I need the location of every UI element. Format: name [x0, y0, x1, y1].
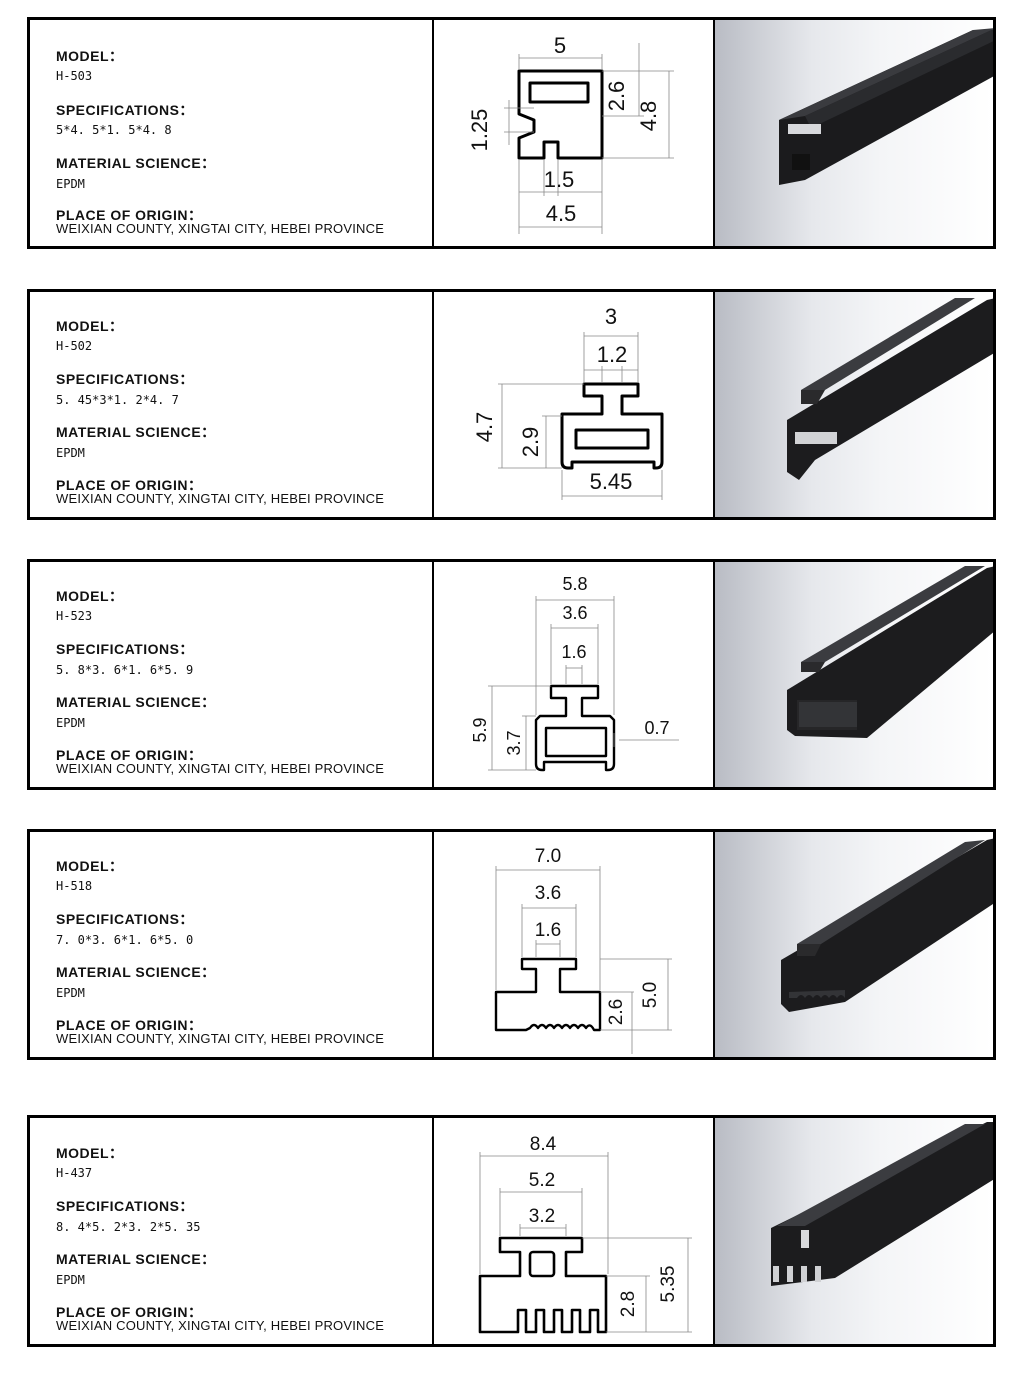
material-value: EPDM: [56, 986, 85, 1000]
dimension-label: 8.4: [530, 1134, 557, 1155]
dimension-label: 5: [554, 33, 566, 58]
model-label: MODEL：: [56, 858, 124, 874]
spec-label: SPECIFICATIONS：: [56, 641, 194, 657]
dimension-label: 3.6: [535, 883, 561, 904]
model-value: H-502: [56, 339, 93, 353]
dimension-label: 1.6: [535, 920, 561, 941]
model-value: H-518: [56, 879, 93, 893]
model-label: MODEL：: [56, 48, 124, 64]
dimension-label: 3.6: [562, 603, 587, 623]
spec-value: 7. 0*3. 6*1. 6*5. 0: [56, 933, 194, 947]
origin-label: PLACE OF ORIGIN：: [56, 747, 203, 763]
dimension-label: 2.6: [604, 81, 629, 112]
product-card-h523: MODEL： H-523 SPECIFICATIONS： 5. 8*3. 6*1…: [27, 559, 996, 790]
material-label: MATERIAL SCIENCE：: [56, 964, 216, 980]
origin-label: PLACE OF ORIGIN：: [56, 477, 203, 493]
product-card-h437: MODEL： H-437 SPECIFICATIONS： 8. 4*5. 2*3…: [27, 1115, 996, 1347]
product-info: MODEL： H-523 SPECIFICATIONS： 5. 8*3. 6*1…: [30, 562, 434, 787]
dimension-label: 2.8: [618, 1291, 639, 1317]
spec-label: SPECIFICATIONS：: [56, 911, 194, 927]
dimension-label: 1.5: [544, 167, 575, 192]
material-label: MATERIAL SCIENCE：: [56, 694, 216, 710]
profile-drawing: 7.0 3.6 1.6 2.6 5.0: [434, 832, 715, 1057]
material-label: MATERIAL SCIENCE：: [56, 155, 216, 171]
dimension-label: 3: [605, 304, 617, 329]
product-info: MODEL： H-437 SPECIFICATIONS： 8. 4*5. 2*3…: [30, 1118, 434, 1344]
origin-value: WEIXIAN COUNTY, XINGTAI CITY, HEBEI PROV…: [56, 1318, 385, 1333]
product-info: MODEL： H-503 SPECIFICATIONS： 5*4. 5*1. 5…: [30, 20, 434, 246]
dimension-label: 3.7: [504, 730, 524, 755]
product-photo: [715, 562, 993, 787]
product-photo: [715, 832, 993, 1057]
material-label: MATERIAL SCIENCE：: [56, 1251, 216, 1267]
origin-value: WEIXIAN COUNTY, XINGTAI CITY, HEBEI PROV…: [56, 761, 385, 776]
dimension-label: 5.0: [640, 982, 661, 1008]
dimension-label: 2.9: [518, 427, 543, 458]
dimension-label: 5.45: [590, 469, 633, 494]
model-label: MODEL：: [56, 588, 124, 604]
spec-value: 5*4. 5*1. 5*4. 8: [56, 123, 172, 137]
origin-label: PLACE OF ORIGIN：: [56, 1017, 203, 1033]
dimension-label: 0.7: [644, 718, 669, 738]
dimension-label: 4.8: [636, 101, 661, 132]
profile-drawing: 3 1.2 4.7 2.9 5.45: [434, 292, 715, 517]
product-info: MODEL： H-502 SPECIFICATIONS： 5. 45*3*1. …: [30, 292, 434, 517]
profile-drawing: 8.4 5.2 3.2 2.8 5.35: [434, 1118, 715, 1344]
product-card-h503: MODEL： H-503 SPECIFICATIONS： 5*4. 5*1. 5…: [27, 17, 996, 249]
dimension-label: 2.6: [606, 999, 627, 1025]
product-card-h518: MODEL： H-518 SPECIFICATIONS： 7. 0*3. 6*1…: [27, 829, 996, 1060]
origin-value: WEIXIAN COUNTY, XINGTAI CITY, HEBEI PROV…: [56, 491, 385, 506]
product-photo: [715, 20, 993, 246]
model-label: MODEL：: [56, 318, 124, 334]
product-card-h502: MODEL： H-502 SPECIFICATIONS： 5. 45*3*1. …: [27, 289, 996, 520]
spec-label: SPECIFICATIONS：: [56, 102, 194, 118]
product-photo: [715, 1118, 993, 1344]
origin-label: PLACE OF ORIGIN：: [56, 1304, 203, 1320]
model-value: H-523: [56, 609, 93, 623]
material-value: EPDM: [56, 177, 85, 191]
dimension-label: 5.2: [529, 1170, 555, 1191]
spec-value: 8. 4*5. 2*3. 2*5. 35: [56, 1220, 201, 1234]
dimension-label: 4.7: [472, 412, 497, 443]
material-value: EPDM: [56, 446, 85, 460]
spec-label: SPECIFICATIONS：: [56, 371, 194, 387]
dimension-label: 5.9: [470, 717, 490, 742]
dimension-label: 7.0: [535, 846, 561, 867]
profile-drawing: 5.8 3.6 1.6 5.9 3.7 0.7: [434, 562, 715, 787]
product-info: MODEL： H-518 SPECIFICATIONS： 7. 0*3. 6*1…: [30, 832, 434, 1057]
product-photo: [715, 292, 993, 517]
dimension-label: 1.6: [561, 642, 586, 662]
profile-drawing: 5 2.6 4.8 1.25 1.5 4.5: [434, 20, 715, 246]
dimension-label: 4.5: [546, 201, 577, 226]
dimension-label: 1.25: [467, 109, 492, 152]
origin-value: WEIXIAN COUNTY, XINGTAI CITY, HEBEI PROV…: [56, 221, 385, 236]
model-label: MODEL：: [56, 1145, 124, 1161]
material-value: EPDM: [56, 1273, 85, 1287]
spec-value: 5. 45*3*1. 2*4. 7: [56, 393, 179, 407]
spec-value: 5. 8*3. 6*1. 6*5. 9: [56, 663, 194, 677]
spec-label: SPECIFICATIONS：: [56, 1198, 194, 1214]
material-label: MATERIAL SCIENCE：: [56, 424, 216, 440]
dimension-label: 3.2: [529, 1206, 555, 1227]
model-value: H-437: [56, 1166, 93, 1180]
dimension-label: 5.35: [658, 1266, 679, 1303]
model-value: H-503: [56, 69, 93, 83]
dimension-label: 1.2: [597, 342, 628, 367]
material-value: EPDM: [56, 716, 85, 730]
origin-label: PLACE OF ORIGIN：: [56, 207, 203, 223]
dimension-label: 5.8: [562, 574, 587, 594]
origin-value: WEIXIAN COUNTY, XINGTAI CITY, HEBEI PROV…: [56, 1031, 385, 1046]
